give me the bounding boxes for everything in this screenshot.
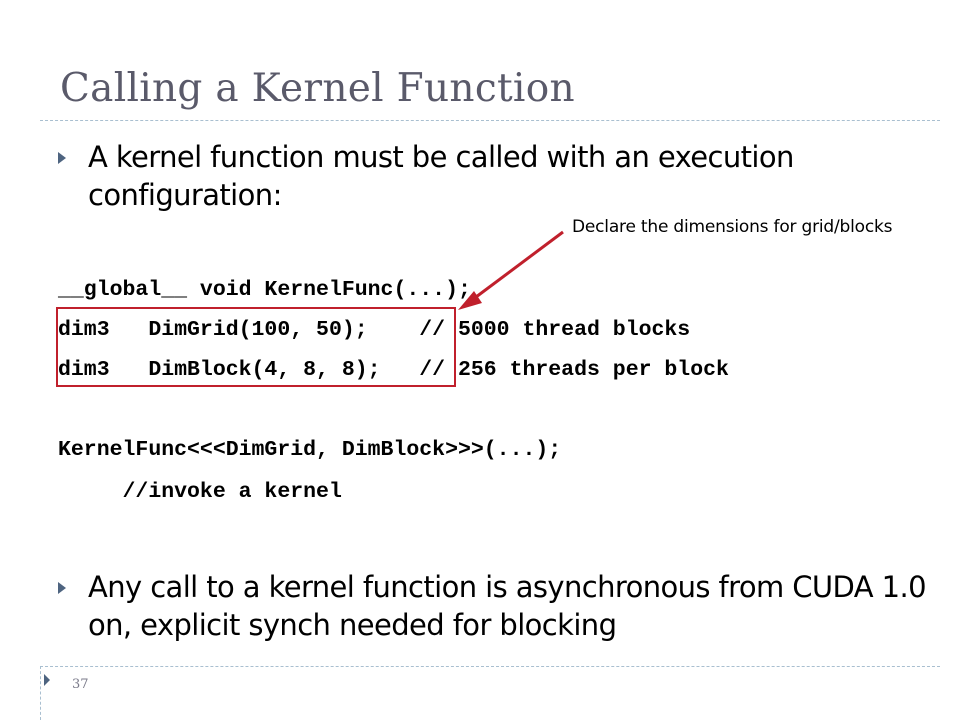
code-line-dimblock: dim3 DimBlock(4, 8, 8); // 256 threads p… (58, 358, 729, 382)
arrow-shaft (471, 230, 564, 302)
code-line-kernel-launch: KernelFunc<<<DimGrid, DimBlock>>>(...); (58, 438, 562, 462)
page-number: 37 (72, 677, 89, 692)
title-divider (40, 120, 940, 121)
annotation-label: Declare the dimensions for grid/blocks (572, 217, 893, 237)
bullet-text: Any call to a kernel function is asynchr… (88, 570, 927, 642)
footer-side-divider (40, 666, 41, 720)
code-line-invoke-comment: //invoke a kernel (58, 480, 342, 504)
bullet-triangle-icon (58, 152, 66, 164)
bullet-triangle-icon (58, 582, 66, 594)
footer-triangle-icon (44, 674, 50, 686)
code-line-global-decl: __global__ void KernelFunc(...); (58, 278, 471, 302)
code-line-dimgrid: dim3 DimGrid(100, 50); // 5000 thread bl… (58, 318, 691, 342)
footer-divider (40, 666, 940, 667)
bullet-text: A kernel function must be called with an… (88, 140, 794, 212)
slide-title: Calling a Kernel Function (60, 66, 575, 111)
highlight-box (56, 307, 456, 387)
